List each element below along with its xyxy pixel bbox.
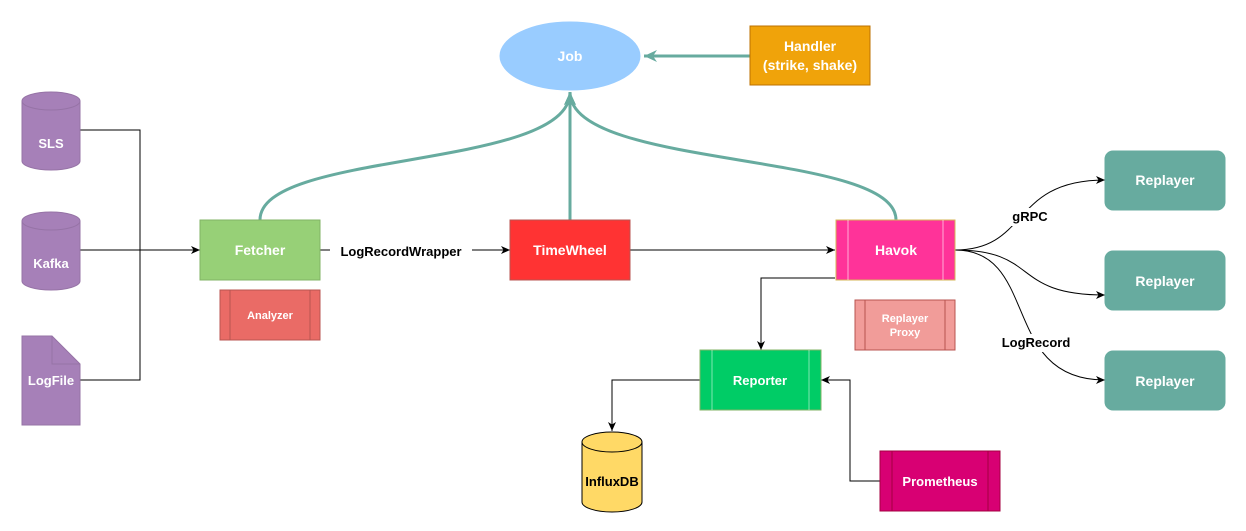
edge-label-logrecordwrapper: LogRecordWrapper [340, 244, 461, 259]
edge-label-bg [997, 334, 1075, 352]
node-havok[interactable]: Havok [835, 219, 956, 281]
node-analyzer[interactable]: Analyzer [219, 289, 321, 341]
node-label: Replayer [1135, 373, 1195, 389]
edge-sls-to-fetcher [80, 129, 141, 250]
node-sls[interactable]: SLS [21, 91, 81, 171]
node-label: (strike, shake) [763, 57, 857, 73]
node-label: Analyzer [247, 310, 294, 322]
edge-label-logrecord: LogRecord [1002, 335, 1071, 350]
node-label: InfluxDB [585, 474, 638, 489]
node-fetcher[interactable]: Fetcher [199, 219, 321, 281]
cylinder-icon [21, 211, 81, 291]
cylinder-top [21, 220, 81, 231]
document-icon [21, 335, 81, 426]
node-label: Kafka [33, 256, 69, 271]
node-label: Replayer [1135, 172, 1195, 188]
cylinder-icon [21, 91, 81, 171]
node-timewheel[interactable]: TimeWheel [509, 219, 631, 281]
node-label: SLS [38, 136, 64, 151]
node-label: Reporter [733, 373, 787, 388]
node-handler[interactable]: Handler (strike, shake) [749, 25, 871, 86]
edges [80, 50, 1106, 482]
node-influxdb[interactable]: InfluxDB [581, 431, 643, 513]
node-label: Proxy [890, 327, 921, 339]
document-fold [51, 336, 80, 365]
node-label: Fetcher [235, 242, 286, 258]
edge-label-grpc: gRPC [1012, 209, 1048, 224]
node-label: TimeWheel [533, 242, 607, 258]
node-label: Havok [875, 242, 917, 258]
node-replayer-proxy[interactable]: Replayer Proxy [854, 299, 956, 351]
node-replayer-2[interactable]: Replayer [1104, 250, 1226, 311]
edge-label-bg [1005, 208, 1055, 226]
edge-logfile-to-fetcher [80, 250, 141, 381]
node-prometheus[interactable]: Prometheus [879, 450, 1001, 512]
node-label: Replayer [882, 313, 929, 325]
edge-havok-to-replayer-2 [954, 249, 1106, 299]
node-label: Handler [784, 38, 837, 54]
edge-reporter-to-influxdb [608, 379, 700, 431]
edge-havok-to-job [564, 91, 898, 221]
node-replayer-1[interactable]: Replayer [1104, 150, 1226, 211]
edge-havok-to-replayer-3 [954, 249, 1106, 384]
node-reporter[interactable]: Reporter [699, 349, 822, 411]
node-label: Replayer [1135, 273, 1195, 289]
cylinder-top [21, 100, 81, 111]
edge-prometheus-to-reporter [821, 376, 880, 482]
node-label: LogFile [28, 373, 74, 388]
edge-fetcher-to-job [258, 91, 576, 221]
node-label: Job [558, 48, 583, 64]
edge-havok-to-reporter [757, 277, 835, 350]
node-kafka[interactable]: Kafka [21, 211, 81, 291]
node-logfile[interactable]: LogFile [21, 335, 81, 426]
node-job[interactable]: Job [499, 21, 641, 91]
cylinder-top [581, 441, 643, 453]
node-label: Prometheus [902, 474, 977, 489]
edge-label-bg [330, 242, 472, 260]
cylinder-icon [581, 431, 643, 513]
node-replayer-3[interactable]: Replayer [1104, 350, 1226, 411]
